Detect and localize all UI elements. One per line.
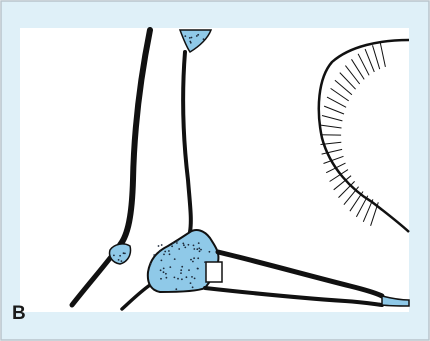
stipple-dot xyxy=(194,278,196,280)
stipple-dot xyxy=(193,245,195,247)
junction-notch xyxy=(206,262,222,282)
stipple-dot xyxy=(160,278,162,280)
stipple-dot xyxy=(153,254,155,256)
stipple-dot xyxy=(163,268,165,270)
stipple-dot xyxy=(180,272,182,274)
stipple-dot xyxy=(193,248,195,250)
stipple-dot xyxy=(193,257,195,259)
stipple-dot xyxy=(188,244,190,246)
stipple-dot xyxy=(158,245,160,247)
stipple-dot xyxy=(190,282,192,284)
stipple-dot xyxy=(192,261,194,263)
stipple-dot xyxy=(209,251,211,253)
stipple-dot xyxy=(174,258,176,260)
stipple-dot xyxy=(199,250,201,252)
stipple-dot xyxy=(169,266,171,268)
stipple-dot xyxy=(200,249,202,251)
stipple-dot xyxy=(166,277,168,279)
stipple-dot xyxy=(160,269,162,271)
stipple-dot xyxy=(178,248,180,250)
stipple-dot xyxy=(172,242,174,244)
stipple-dot xyxy=(197,34,199,36)
stipple-dot xyxy=(180,269,182,271)
stipple-dot xyxy=(192,286,194,288)
stipple-dot xyxy=(163,271,165,273)
stipple-dot xyxy=(177,240,179,242)
stipple-dot xyxy=(181,278,183,280)
stipple-dot xyxy=(177,278,179,280)
stipple-dot xyxy=(188,269,190,271)
stipple-dot xyxy=(191,37,193,39)
stipple-dot xyxy=(161,260,163,262)
stipple-dot xyxy=(189,37,191,39)
stipple-dot xyxy=(183,244,185,246)
stipple-dot xyxy=(181,266,183,268)
stipple-dot xyxy=(176,242,178,244)
stipple-dot xyxy=(164,251,166,253)
stipple-dot xyxy=(163,254,165,256)
stipple-dot xyxy=(182,243,184,245)
stipple-dot xyxy=(196,35,198,37)
stipple-dot xyxy=(159,250,161,252)
stipple-dot xyxy=(121,260,123,262)
stipple-dot xyxy=(175,288,177,290)
stipple-dot xyxy=(186,276,188,278)
stipple-dot xyxy=(196,248,198,250)
stipple-dot xyxy=(184,247,186,249)
stipple-dot xyxy=(190,259,192,261)
stipple-dot xyxy=(113,255,115,257)
stipple-dot xyxy=(197,268,199,270)
stipple-dot xyxy=(184,35,186,37)
stipple-dot xyxy=(171,245,173,247)
stipple-dot xyxy=(150,263,152,265)
stipple-dot xyxy=(198,247,200,249)
stipple-dot xyxy=(191,276,193,278)
stipple-dot xyxy=(168,250,170,252)
stipple-dot xyxy=(203,38,205,40)
stipple-dot xyxy=(118,259,120,261)
stipple-dot xyxy=(204,261,206,263)
stipple-dot xyxy=(190,42,192,44)
stipple-dot xyxy=(119,255,121,257)
stipple-dot xyxy=(174,277,176,279)
stipple-dot xyxy=(161,244,163,246)
stipple-dot xyxy=(124,253,126,255)
stipple-dot xyxy=(198,242,200,244)
stipple-dot xyxy=(169,253,171,255)
panel-label: B xyxy=(12,304,26,323)
stipple-dot xyxy=(165,273,167,275)
stipple-dot xyxy=(197,257,199,259)
